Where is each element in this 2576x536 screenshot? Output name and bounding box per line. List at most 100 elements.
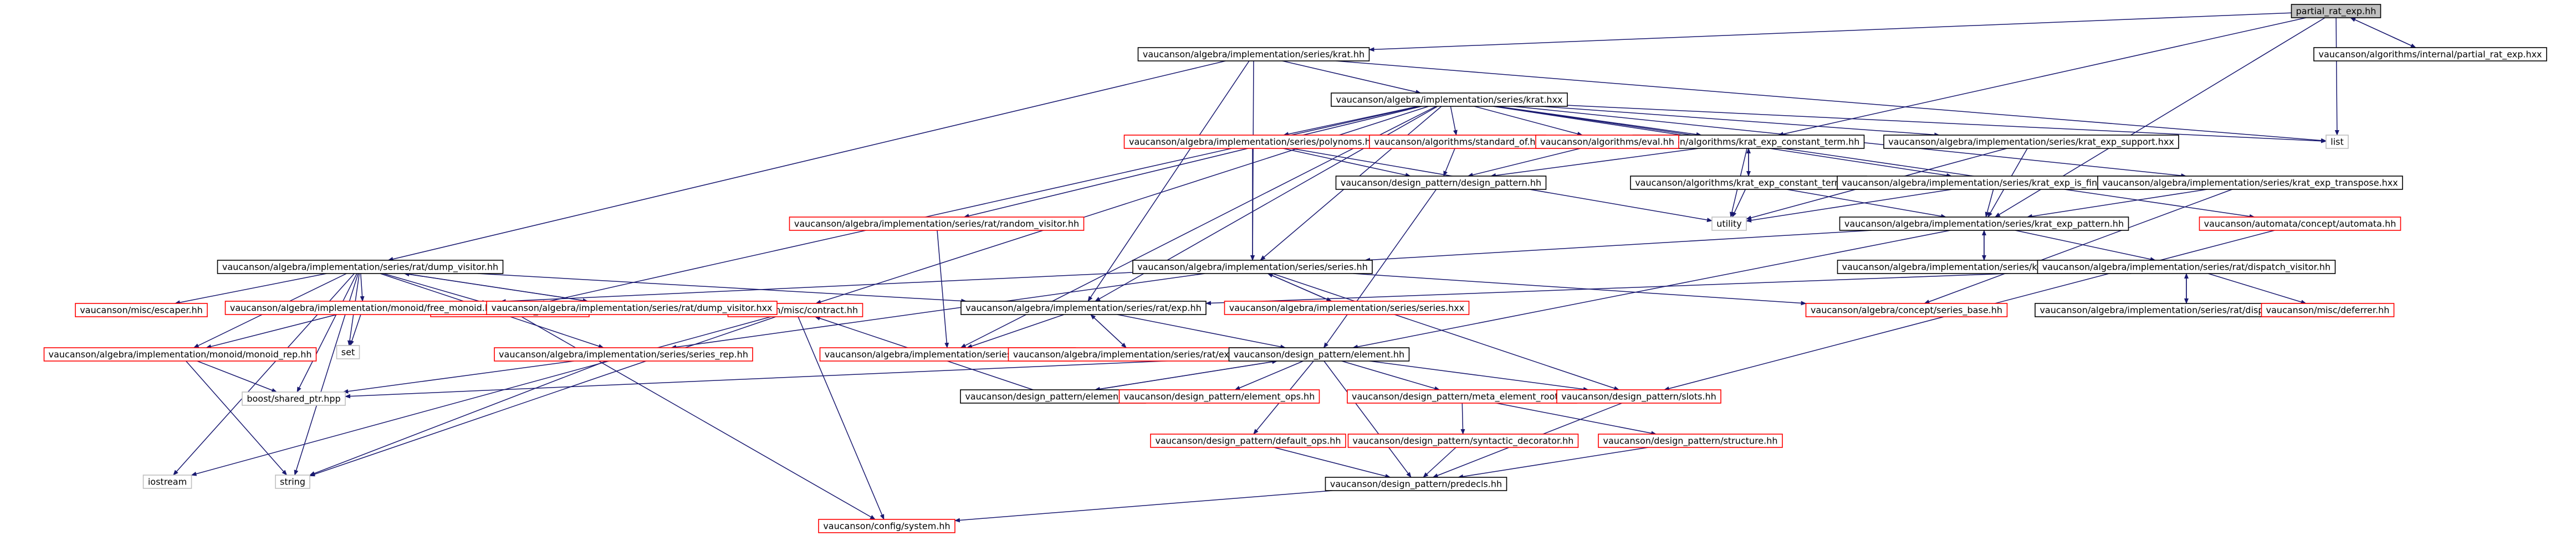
file-node-box	[1224, 301, 1470, 315]
file-node-label: vaucanson/algebra/implementation/series/…	[1129, 137, 1376, 147]
file-node-label: string	[280, 477, 305, 487]
file-node-box	[1132, 260, 1373, 274]
dependency-edge	[1496, 403, 1657, 436]
file-node[interactable]: vaucanson/algebra/implementation/series/…	[1839, 217, 2129, 231]
file-node-box	[2291, 4, 2381, 18]
file-node-box	[1123, 135, 1382, 149]
dependency-edge	[967, 314, 1065, 348]
file-node-label: vaucanson/design_pattern/structure.hh	[1603, 436, 1777, 447]
dependency-edge	[1450, 106, 1458, 136]
file-node[interactable]: partial_rat_exp.hh	[2291, 4, 2381, 18]
file-node[interactable]: vaucanson/algebra/implementation/series/…	[1331, 92, 1568, 107]
file-node-label: vaucanson/config/system.hh	[823, 521, 950, 532]
file-node[interactable]: vaucanson/algorithms/internal/partial_ra…	[2313, 47, 2547, 61]
file-node-label: boost/shared_ptr.hpp	[247, 394, 340, 405]
file-node: vaucanson/design_pattern/meta_element_ro…	[1347, 389, 1577, 404]
file-node[interactable]: set	[336, 345, 360, 359]
dependency-edge	[1336, 60, 2327, 143]
file-node-label: vaucanson/algebra/implementation/series/…	[1888, 137, 2174, 148]
dependency-edge	[1474, 106, 1583, 136]
file-node: vaucanson/algebra/implementation/series/…	[1008, 347, 1259, 362]
file-node[interactable]: vaucanson/algebra/implementation/series/…	[960, 301, 1207, 315]
dependency-edge	[2015, 230, 2156, 262]
file-node-label: vaucanson/misc/escaper.hh	[80, 305, 203, 316]
file-node: vaucanson/automata/concept/automata.hh	[2199, 217, 2401, 231]
file-node-label: vaucanson/algebra/implementation/monoid/…	[230, 303, 496, 314]
file-node-label: vaucanson/algebra/implementation/series/…	[794, 219, 1079, 230]
file-node-label: vaucanson/algebra/implementation/series/…	[222, 262, 498, 273]
dependency-edge	[206, 314, 338, 349]
file-node-box	[224, 301, 502, 315]
file-node-box	[789, 217, 1085, 231]
dependency-edge	[2350, 17, 2416, 48]
file-node-box	[818, 519, 955, 533]
file-node-label: vaucanson/design_pattern/element.hxx	[965, 391, 1141, 403]
dependency-edge	[1369, 360, 1589, 391]
file-node-label: vaucanson/algebra/implementation/series/…	[965, 303, 1202, 313]
file-node-box	[43, 347, 317, 362]
file-node[interactable]: boost/shared_ptr.hpp	[242, 391, 346, 406]
file-node[interactable]: vaucanson/algebra/implementation/series/…	[1132, 260, 1373, 274]
file-node-label: vaucanson/design_pattern/syntactic_decor…	[1353, 436, 1574, 447]
dependency-edge	[1274, 447, 1391, 478]
file-node[interactable]: vaucanson/design_pattern/element.hxx	[960, 389, 1146, 404]
file-node-box	[1150, 434, 1346, 448]
file-node: vaucanson/design_pattern/structure.hh	[1598, 434, 1783, 448]
file-node-box	[1630, 176, 1867, 190]
file-node[interactable]: vaucanson/algebra/implementation/series/…	[217, 260, 504, 274]
file-node[interactable]: vaucanson/algebra/implementation/series/…	[2097, 176, 2403, 190]
file-node: vaucanson/design_pattern/slots.hh	[1556, 389, 1721, 404]
dependency-edge	[1087, 60, 1250, 302]
file-node-label: vaucanson/algorithms/internal/partial_ra…	[2318, 49, 2542, 60]
file-node: vaucanson/algebra/implementation/series/…	[789, 217, 1085, 231]
file-node-box	[2261, 303, 2395, 317]
file-node-label: vaucanson/algebra/concept/series_base.hh	[1811, 305, 2002, 316]
dependency-edge	[1541, 106, 1940, 137]
file-node-box	[2325, 135, 2349, 149]
dependency-edge	[1490, 148, 1699, 178]
file-node-label: vaucanson/design_pattern/element_ops.hh	[1124, 391, 1315, 403]
file-node: vaucanson/algebra/implementation/series/…	[494, 347, 753, 362]
file-node[interactable]: utility	[1711, 217, 1747, 231]
file-node-box	[1118, 389, 1320, 404]
file-node-box	[275, 475, 310, 489]
file-node-box	[1325, 477, 1507, 491]
file-node-label: vaucanson/algebra/implementation/series/…	[2102, 178, 2398, 189]
file-node-box	[2313, 47, 2547, 61]
file-node[interactable]: iostream	[142, 475, 192, 489]
file-node-box	[486, 301, 778, 315]
file-node[interactable]: vaucanson/algorithms/krat_exp_constant_t…	[1630, 176, 1867, 190]
dependency-edge	[1283, 106, 1419, 137]
dependency-edge	[1095, 359, 1278, 390]
file-node[interactable]: vaucanson/algebra/implementation/series/…	[1137, 47, 1370, 61]
file-node-box	[2199, 217, 2401, 231]
dependency-edge	[521, 316, 876, 520]
file-node[interactable]: vaucanson/design_pattern/element.hh	[1228, 347, 1410, 362]
file-node-label: vaucanson/algebra/implementation/series/…	[1137, 262, 1368, 272]
file-node-label: vaucanson/algorithms/krat_exp_constant_t…	[1635, 178, 1862, 189]
file-node[interactable]: vaucanson/algebra/implementation/series/…	[1883, 135, 2179, 149]
file-node-label: vaucanson/algebra/implementation/series/…	[1336, 95, 1562, 105]
dependency-edge	[2026, 189, 2207, 219]
file-node-label: vaucanson/misc/deferrer.hh	[2266, 305, 2390, 316]
file-node: vaucanson/misc/deferrer.hh	[2261, 303, 2395, 317]
dependency-edge	[1460, 403, 1465, 435]
dependency-edge	[1924, 189, 2232, 304]
dependency-edge	[383, 273, 488, 305]
dependency-edge	[1205, 272, 2038, 306]
file-node[interactable]: string	[275, 475, 310, 489]
file-node[interactable]: vaucanson/design_pattern/predecls.hh	[1325, 477, 1507, 491]
dependency-edge	[191, 316, 771, 476]
dependency-edge	[1267, 273, 1332, 302]
file-node-label: vaucanson/algebra/implementation/series/…	[1013, 349, 1254, 360]
file-node: vaucanson/algebra/concept/series_base.hh	[1805, 303, 2008, 317]
file-node-label: vaucanson/design_pattern/slots.hh	[1561, 391, 1716, 403]
file-node[interactable]: vaucanson/design_pattern/design_pattern.…	[1335, 176, 1547, 190]
file-node-box	[960, 389, 1146, 404]
file-node: vaucanson/misc/escaper.hh	[75, 303, 208, 317]
file-node-box	[1347, 389, 1577, 404]
file-node[interactable]: vaucanson/algebra/implementation/series/…	[2037, 260, 2336, 274]
file-node[interactable]: list	[2325, 135, 2349, 149]
file-node-box	[1883, 135, 2179, 149]
dependency-edge	[671, 273, 1205, 349]
